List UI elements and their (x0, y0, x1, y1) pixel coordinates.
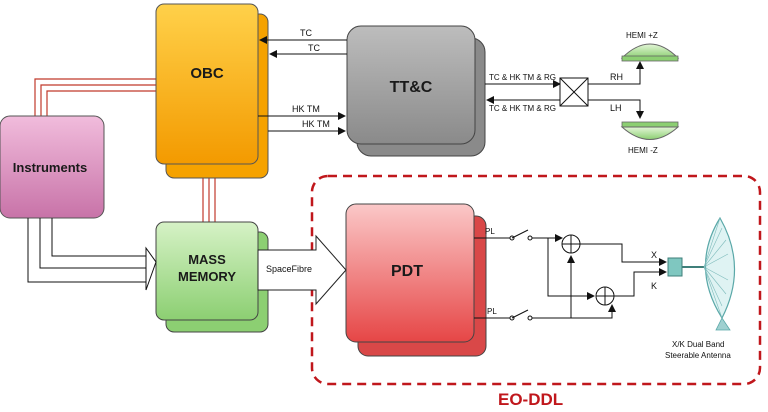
ttc-label: TT&C (390, 79, 433, 96)
instruments-block[interactable]: Instruments (0, 115, 105, 219)
pl-label-2: PL (487, 307, 497, 316)
pdt-label: PDT (391, 263, 423, 280)
hemi-plus-label: HEMI +Z (626, 31, 658, 40)
ttc-hybrid-links (485, 80, 561, 104)
hemi-minus-antenna (620, 121, 680, 140)
hybrid-coupler (559, 77, 589, 107)
tc-label-1: TC (300, 28, 312, 38)
steerable-dish-antenna (667, 216, 736, 331)
instruments-label: Instruments (13, 160, 87, 175)
hemi-plus-antenna (620, 43, 680, 62)
mass-memory-block[interactable]: MASS MEMORY (155, 221, 269, 333)
hemi-minus-label: HEMI -Z (628, 146, 658, 155)
pdt-rf-chain (474, 229, 667, 321)
hk-tm-label-1: HK TM (292, 104, 320, 114)
tc-links (259, 36, 347, 58)
rh-label: RH (610, 72, 623, 82)
spacefibre-arrow: SpaceFibre (257, 234, 347, 306)
x-band-label: X (651, 250, 657, 260)
mass-memory-label-1: MASS (188, 252, 226, 267)
instruments-obc-link (34, 78, 156, 121)
ttc-out-label-1: TC & HK TM & RG (489, 73, 556, 82)
spacefibre-label: SpaceFibre (266, 264, 312, 274)
hemi-links (588, 61, 644, 119)
steerable-label-2: Steerable Antenna (665, 351, 731, 360)
hk-tm-links (258, 112, 346, 135)
obc-label: OBC (190, 65, 224, 82)
lh-label: LH (610, 103, 622, 113)
pl-label-1: PL (485, 227, 495, 236)
steerable-label-1: X/K Dual Band (672, 340, 724, 349)
tc-label-2: TC (308, 43, 320, 53)
eo-ddl-label: EO-DDL (498, 390, 563, 409)
ttc-block[interactable]: TT&C (346, 25, 486, 157)
mass-memory-label-2: MEMORY (178, 269, 236, 284)
ttc-out-label-2: TC & HK TM & RG (489, 104, 556, 113)
obc-block[interactable]: OBC (155, 3, 269, 179)
hk-tm-label-2: HK TM (302, 119, 330, 129)
pdt-block[interactable]: PDT (345, 203, 487, 357)
instruments-massmemory-link (27, 218, 157, 291)
k-band-label: K (651, 281, 657, 291)
